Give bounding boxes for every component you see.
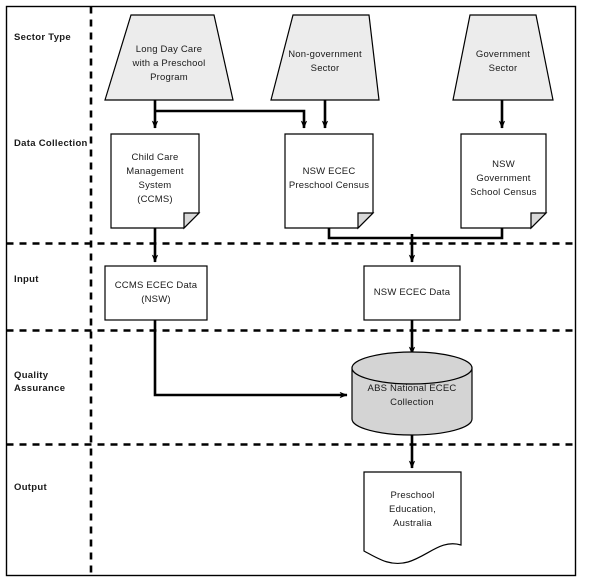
lane-label-output: Output [14,482,47,493]
shape-non-government-sector[interactable] [270,14,380,101]
shape-nsw-ecec-data[interactable] [363,265,461,321]
shape-nsw-ecec-preschool-census[interactable] [284,133,375,230]
connectors [151,100,506,469]
edge-preschoolcensus-merge [327,228,412,240]
edge-longdaycare-to-preschoolcensus [155,109,308,129]
lane-label-sector-type: Sector Type [14,32,71,43]
swimlane-frame [5,5,577,577]
edge-ccmsdata-to-abs [153,320,348,399]
shape-abs-national-ecec-collection[interactable] [351,351,473,436]
shape-government-sector[interactable] [452,14,554,101]
shape-preschool-education-australia[interactable] [363,471,462,564]
lane-label-data-collection: Data Collection [14,138,88,149]
shape-ccms[interactable] [110,133,201,230]
lane-label-input: Input [14,274,39,285]
shape-ccms-ecec-data[interactable] [104,265,208,321]
shape-long-day-care[interactable] [104,14,234,101]
lane-label-quality-assurance: Quality Assurance [14,370,66,394]
edge-schoolcensus-merge [412,228,504,240]
shape-nsw-government-school-census[interactable] [460,133,548,230]
